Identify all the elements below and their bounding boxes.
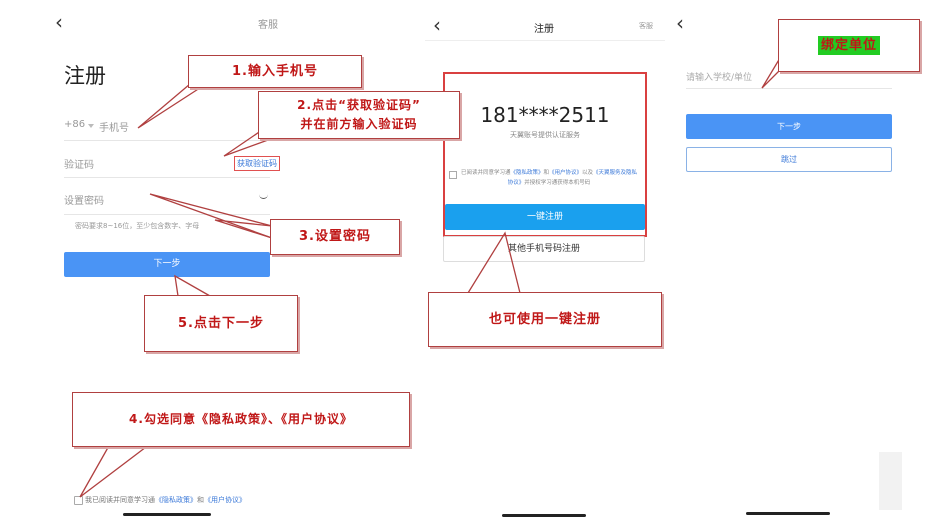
user-agreement-link[interactable]: 《用户协议》	[549, 170, 583, 176]
provider-text: 天翼账号提供认证服务	[510, 131, 580, 139]
unit-input[interactable]: 请输入学校/单位	[686, 73, 753, 83]
back-icon[interactable]: ‹	[676, 11, 684, 35]
callout-step2: 2.点击“获取验证码” 并在前方输入验证码	[258, 91, 460, 139]
phone-input[interactable]: 手机号	[99, 123, 129, 134]
scroll-shadow	[879, 452, 902, 510]
skip-button[interactable]: 跳过	[686, 147, 892, 172]
customer-service-link[interactable]: 客服	[639, 22, 653, 30]
agreement-checkbox[interactable]	[74, 496, 83, 505]
password-input[interactable]: 设置密码	[64, 196, 104, 207]
code-input[interactable]: 验证码	[64, 160, 94, 171]
right-bind-unit-screen: ‹ 请输入学校/单位 下一步 跳过	[672, 0, 902, 523]
password-divider	[64, 214, 270, 215]
callout-one-click: 也可使用一键注册	[428, 292, 662, 347]
get-code-button[interactable]: 获取验证码	[234, 156, 280, 171]
unit-divider	[686, 88, 892, 89]
callout-step1: 1.输入手机号	[188, 55, 362, 88]
back-icon[interactable]: ‹	[433, 13, 441, 37]
privacy-policy-link[interactable]: 《隐私政策》	[155, 496, 197, 504]
phone-prefix[interactable]: +86	[64, 119, 86, 130]
agreement-prefix: 已阅读并同意学习通	[460, 170, 511, 176]
agreement-and: 和	[543, 170, 549, 176]
agreement-prefix: 我已阅读并同意学习通	[85, 496, 155, 504]
callout-step3: 3.设置密码	[270, 219, 400, 255]
eye-closed-icon[interactable]	[259, 193, 268, 199]
agreement-text: 已阅读并同意学习通《隐私政策》和《用户协议》以及《天翼服务及隐私协议》并授权学习…	[459, 168, 639, 188]
callout-step4: 4.勾选同意《隐私政策》、《用户协议》	[72, 392, 410, 447]
page-title: 注册	[64, 64, 106, 88]
other-phone-register-button[interactable]: 其他手机号码注册	[443, 236, 645, 262]
back-icon[interactable]: ‹	[55, 10, 63, 34]
phone-divider	[64, 140, 270, 141]
next-button[interactable]: 下一步	[686, 114, 892, 139]
agreement-checkbox[interactable]	[449, 171, 457, 179]
callout-bind-unit-label: 绑定单位	[817, 36, 880, 55]
one-click-register-button[interactable]: 一键注册	[445, 204, 645, 230]
nav-divider	[425, 40, 665, 41]
agreement-text: 我已阅读并同意学习通《隐私政策》和《用户协议》	[85, 495, 246, 505]
masked-phone-number: 181****2511	[480, 103, 610, 127]
code-divider	[64, 177, 270, 178]
callout-step2-line1: 2.点击“获取验证码”	[297, 98, 421, 112]
privacy-policy-link[interactable]: 《隐私政策》	[510, 170, 544, 176]
callout-step5: 5.点击下一步	[144, 295, 298, 352]
callout-bind-unit: 绑定单位	[778, 19, 920, 72]
agreement-and2: 以及	[582, 170, 594, 176]
home-indicator	[746, 512, 830, 515]
tianyi-agreement-link[interactable]: 《天翼服务及隐私协议》	[507, 170, 638, 186]
user-agreement-link[interactable]: 《用户协议》	[204, 496, 246, 504]
nav-title: 注册	[534, 24, 554, 35]
next-button[interactable]: 下一步	[64, 252, 270, 277]
home-indicator	[502, 514, 586, 517]
password-hint: 密码要求8~16位，至少包含数字、字母	[75, 222, 200, 230]
middle-one-click-screen: ‹ 注册 客服 181****2511 天翼账号提供认证服务 已阅读并同意学习通…	[425, 0, 665, 523]
agreement-suffix: 并授权学习通获得本机号码	[524, 180, 591, 186]
customer-service-link[interactable]: 客服	[258, 20, 278, 31]
callout-step2-line2: 并在前方输入验证码	[300, 117, 418, 131]
home-indicator	[123, 513, 211, 516]
agreement-and: 和	[197, 496, 204, 504]
dropdown-caret-icon	[88, 124, 94, 128]
